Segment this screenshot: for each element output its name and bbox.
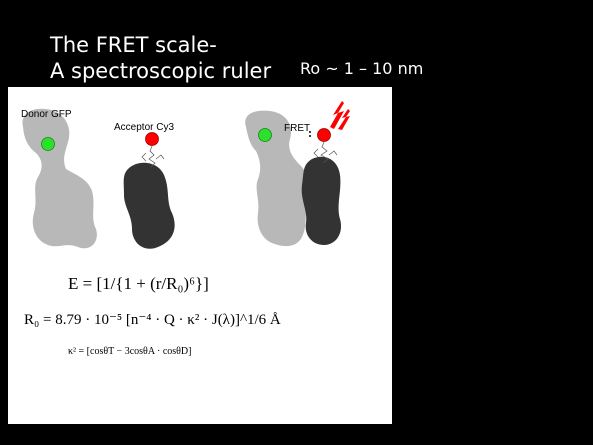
efficiency-equation: E = [1/{1 + (r/R₀)⁶}] <box>68 274 209 293</box>
emission-bolt-icon-2 <box>338 109 350 130</box>
fret-donor-fluorophore <box>258 128 272 142</box>
fret-acceptor-fluorophore <box>317 128 331 142</box>
fret-acceptor-linker <box>313 141 338 164</box>
donor-label: Donor GFP <box>21 109 72 120</box>
figure-panel <box>8 87 392 424</box>
transfer-dot <box>309 131 311 133</box>
acceptor-label: Acceptor Cy3 <box>114 122 174 133</box>
slide-title-line-1: The FRET scale- <box>50 33 217 57</box>
fret-donor-protein-shape <box>245 110 310 247</box>
fret-acceptor-protein-shape <box>301 156 342 245</box>
slide-title-line-2: A spectroscopic ruler <box>50 59 272 83</box>
fret-label: FRET <box>284 123 310 134</box>
donor-protein-shape <box>22 108 97 249</box>
orientation-factor-equation: κ² = [cosθT − 3cosθA · cosθD] <box>68 346 192 357</box>
forster-radius-range: Ro ~ 1 – 10 nm <box>300 59 424 78</box>
transfer-dot <box>309 135 311 137</box>
donor-fluorophore <box>41 137 55 151</box>
acceptor-fluorophore <box>145 132 159 146</box>
fret-figure: Donor GFP Acceptor Cy3 FRET E = [1/{1 + … <box>21 101 350 357</box>
forster-radius-equation: R₀ = 8.79 · 10⁻⁵ [n⁻⁴ · Q · κ² · J(λ)]^1… <box>24 312 281 328</box>
acceptor-protein-shape <box>123 162 175 249</box>
emission-bolt-icon <box>330 101 344 129</box>
acceptor-linker <box>141 145 165 168</box>
